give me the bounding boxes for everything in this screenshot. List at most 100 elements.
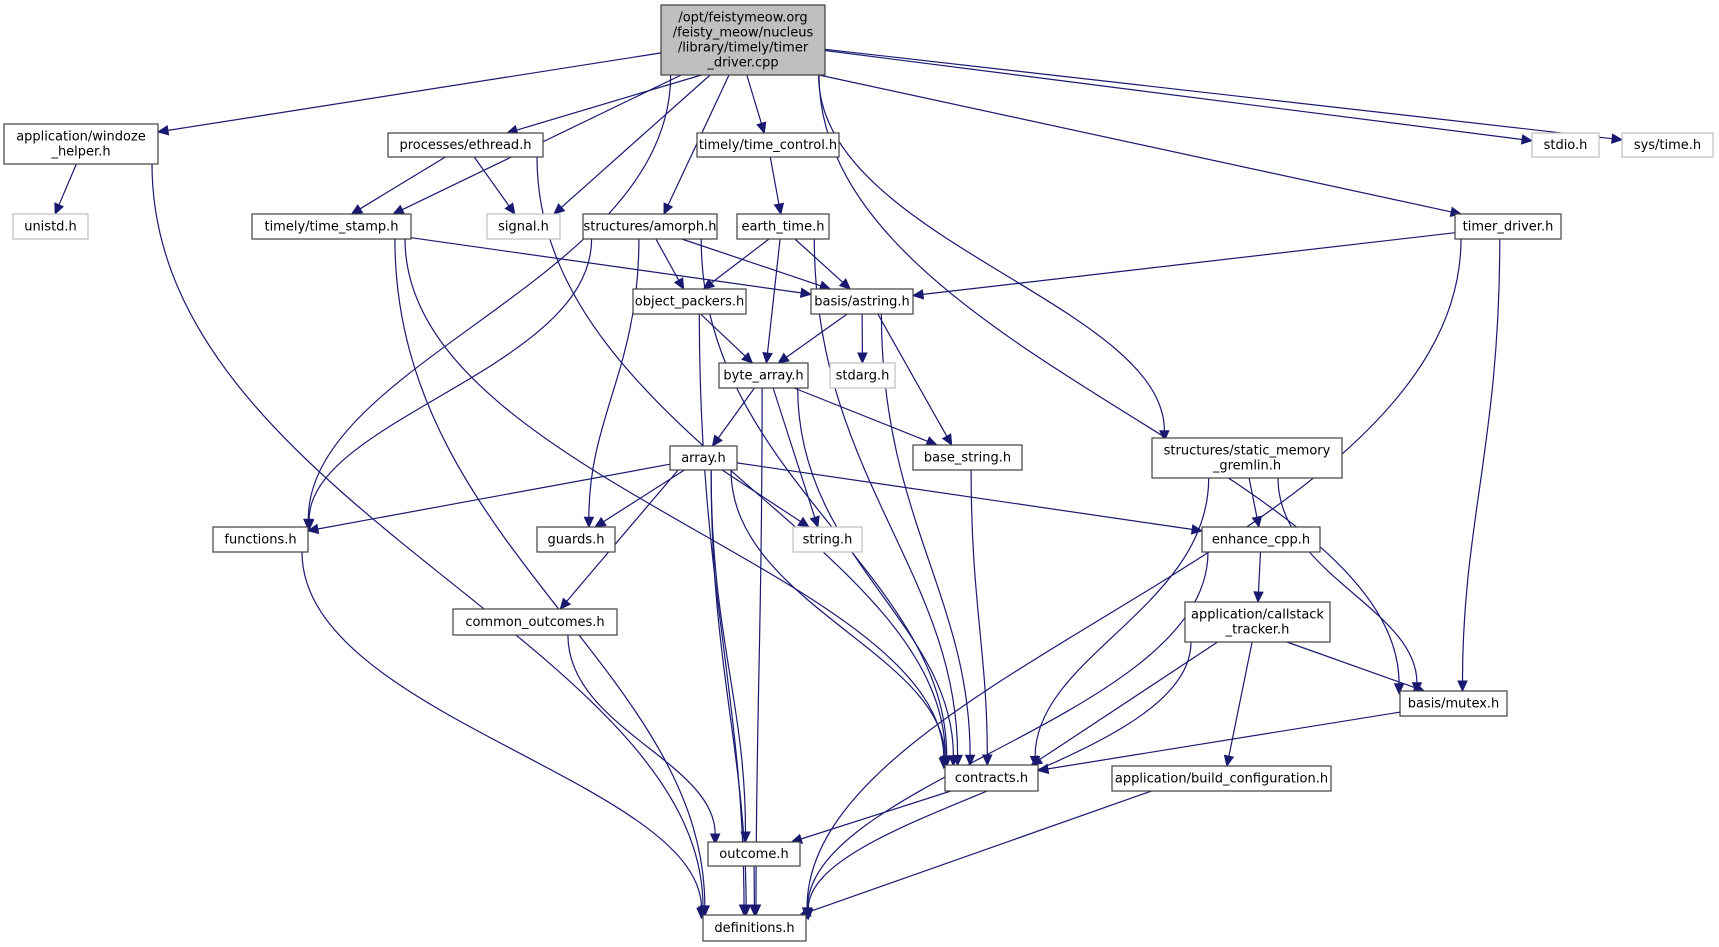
node-box[interactable] [582,213,718,240]
node-box[interactable] [810,288,914,315]
node-signal[interactable]: signal.h [486,213,561,240]
node-box[interactable] [452,608,618,636]
node-box[interactable] [1111,765,1332,792]
node-box[interactable] [1454,213,1562,240]
node-systime[interactable]: sys/time.h [1621,132,1714,158]
node-label: timer_driver.h [1463,220,1554,235]
edge-timer_driver_h-to-mutex [1461,238,1501,682]
edge-callstack-to-mutex [1286,641,1415,689]
node-box[interactable] [12,213,89,240]
node-box[interactable] [944,764,1039,792]
arrowhead-icon [762,352,773,365]
edge-time_stamp-to-contracts [404,238,945,759]
node-label: application/callstack [1191,608,1324,623]
node-mutex[interactable]: basis/mutex.h [1399,690,1508,717]
edge-amorph-to-functions [308,238,593,520]
node-box[interactable] [1621,132,1714,158]
node-box[interactable] [536,526,616,553]
edge-enhance_cpp-to-definitions [806,551,1209,909]
node-box[interactable] [387,132,544,158]
node-box[interactable] [632,288,747,315]
edge-time_control-to-earth_time [769,156,780,205]
node-build-config[interactable]: application/build_configuration.h [1111,765,1332,792]
node-ethread[interactable]: processes/ethread.h [387,132,544,158]
node-box[interactable] [707,841,801,867]
node-box[interactable] [3,123,159,165]
node-timer-driver-h[interactable]: timer_driver.h [1454,213,1562,240]
edge-static_gremlin-to-mutex [1277,477,1418,683]
node-astring[interactable]: basis/astring.h [810,288,914,315]
node-box[interactable] [718,362,809,389]
node-enhance-cpp[interactable]: enhance_cpp.h [1201,526,1321,553]
edge-static_gremlin-to-enhance_cpp [1248,477,1258,518]
node-box[interactable] [1151,437,1343,479]
edge-amorph-to-guards [588,238,640,518]
edge-root-to-time_control [746,74,762,124]
node-array[interactable]: array.h [669,445,738,471]
node-box[interactable] [912,444,1023,471]
arrowhead-icon [663,202,674,216]
edge-root-to-mutex [818,74,1400,684]
node-stdio[interactable]: stdio.h [1531,132,1600,158]
arrowhead-icon [756,121,767,135]
node-box[interactable] [251,213,412,240]
edge-object_packers-to-definitions [698,313,745,906]
node-box[interactable] [660,4,826,76]
node-box[interactable] [212,526,309,553]
node-box[interactable] [696,132,840,158]
arrowhead-icon [392,204,405,215]
arrowhead-icon [1159,430,1170,443]
node-label: signal.h [498,220,549,235]
node-box[interactable] [736,213,830,240]
node-amorph[interactable]: structures/amorph.h [582,213,718,240]
node-static-gremlin[interactable]: structures/static_memory_gremlin.h [1151,437,1343,479]
edge-astring-to-contracts [880,313,971,756]
node-contracts[interactable]: contracts.h [944,764,1039,792]
arrowhead-icon [350,204,364,215]
node-definitions[interactable]: definitions.h [702,914,807,942]
node-box[interactable] [1201,526,1321,553]
edge-ethread-to-contracts [536,156,946,757]
node-guards[interactable]: guards.h [536,526,616,553]
edge-functions-to-definitions [301,551,703,909]
edge-astring-to-base_string [877,313,948,437]
edge-time_stamp-to-definitions [394,238,706,906]
edge-enhance_cpp-to-callstack [1257,551,1262,593]
arrowhead-icon [925,436,939,447]
node-box[interactable] [1531,132,1600,158]
node-outcome[interactable]: outcome.h [707,841,801,867]
arrowhead-icon [306,523,320,535]
node-label: structures/amorph.h [584,220,717,235]
arrowhead-icon [711,434,723,447]
node-root[interactable]: /opt/feistymeow.org/feisty_meow/nucleus/… [660,4,826,76]
node-string[interactable]: string.h [792,526,863,553]
edge-root-to-stdio [824,49,1523,141]
node-byte-array[interactable]: byte_array.h [718,362,809,389]
node-stdarg[interactable]: stdarg.h [829,362,896,389]
node-label: application/build_configuration.h [1115,772,1328,787]
node-windoze[interactable]: application/windoze_helper.h [3,123,159,165]
node-functions[interactable]: functions.h [212,526,309,553]
node-earth-time[interactable]: earth_time.h [736,213,830,240]
node-label: _helper.h [50,145,110,160]
edge-callstack-to-build_config [1228,641,1253,757]
node-box[interactable] [792,526,863,553]
node-base-string[interactable]: base_string.h [912,444,1023,471]
node-time-control[interactable]: timely/time_control.h [696,132,840,158]
node-label: base_string.h [924,451,1011,466]
node-callstack[interactable]: application/callstack_tracker.h [1184,601,1331,643]
node-object-packers[interactable]: object_packers.h [632,288,747,315]
node-unistd[interactable]: unistd.h [12,213,89,240]
edge-root-to-systime [824,48,1613,140]
node-box[interactable] [1184,601,1331,643]
arrowhead-icon [559,597,572,610]
node-box[interactable] [1399,690,1508,717]
node-box[interactable] [702,914,807,942]
edge-windoze-to-unistd [58,163,77,206]
node-time-stamp[interactable]: timely/time_stamp.h [251,213,412,240]
node-common-outcomes[interactable]: common_outcomes.h [452,608,618,636]
node-box[interactable] [669,445,738,471]
arrowhead-icon [964,754,976,767]
node-box[interactable] [486,213,561,240]
node-box[interactable] [829,362,896,389]
